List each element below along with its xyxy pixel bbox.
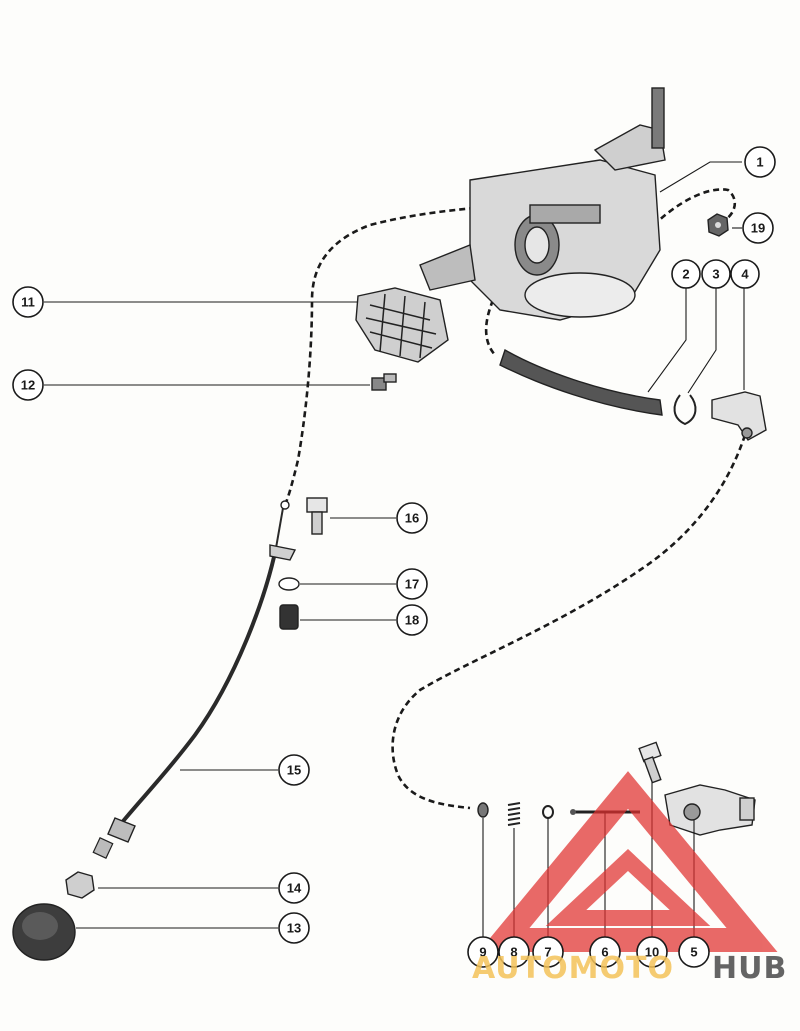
callout-18: 18 (396, 604, 428, 636)
nut-dashed-line (638, 188, 737, 241)
svg-text:19: 19 (751, 221, 765, 236)
callout-11: 11 (12, 286, 44, 318)
callout-16: 16 (396, 502, 428, 534)
fuel-hose-part (499, 348, 663, 416)
svg-text:5: 5 (690, 945, 697, 960)
callout-12: 12 (12, 369, 44, 401)
knob-part (12, 903, 76, 961)
svg-text:AUTOMOTO: AUTOMOTO (472, 951, 674, 986)
callout-17: 17 (396, 568, 428, 600)
nut-part (65, 871, 95, 899)
small-nut-part (707, 213, 729, 237)
svg-text:6: 6 (601, 945, 608, 960)
svg-text:16: 16 (405, 511, 419, 526)
svg-text:13: 13 (287, 921, 301, 936)
callout-5: 5 (678, 936, 710, 968)
svg-text:15: 15 (287, 763, 301, 778)
svg-text:9: 9 (479, 945, 486, 960)
flame-arrestor-part (355, 287, 449, 363)
callout-19: 19 (742, 212, 774, 244)
hose-clamp-part (673, 394, 697, 426)
o-ring-part (542, 805, 554, 819)
svg-text:17: 17 (405, 577, 419, 592)
elbow-fitting-part (711, 391, 767, 441)
svg-text:18: 18 (405, 613, 419, 628)
fuel-line-dashed-line (391, 434, 747, 810)
seal-ring-part (477, 802, 489, 818)
callout-9: 9 (467, 936, 499, 968)
leader-3 (687, 288, 717, 394)
svg-text:14: 14 (287, 881, 302, 896)
svg-text:8: 8 (510, 945, 517, 960)
svg-text:4: 4 (741, 267, 749, 282)
svg-text:HUB: HUB (712, 951, 787, 986)
svg-text:10: 10 (645, 945, 659, 960)
watermark-wordmark: AUTOMOTO HUB (472, 951, 787, 986)
fuel-valve-body-part (664, 784, 756, 836)
callout-14: 14 (278, 872, 310, 904)
callout-3: 3 (701, 259, 731, 289)
watermark-logo (478, 771, 778, 952)
svg-text:2: 2 (682, 267, 689, 282)
carburetor-part (419, 87, 666, 321)
pump-bolt-part (638, 741, 662, 784)
svg-text:11: 11 (21, 295, 35, 310)
callout-4: 4 (730, 259, 760, 289)
callout-10: 10 (636, 936, 668, 968)
washer-part (278, 577, 300, 591)
callout-8: 8 (498, 936, 530, 968)
svg-text:7: 7 (544, 945, 551, 960)
hose-dashed-line (484, 299, 497, 356)
leader-2 (647, 288, 687, 393)
throttle-cable-dashed-line (283, 203, 516, 506)
bolt-part (306, 497, 328, 535)
small-screw-part (371, 373, 397, 391)
svg-text:1: 1 (756, 155, 763, 170)
callout-7: 7 (532, 936, 564, 968)
leader-1 (659, 161, 742, 193)
callout-2: 2 (671, 259, 701, 289)
callout-13: 13 (278, 912, 310, 944)
spacer-part (279, 604, 299, 630)
svg-text:3: 3 (712, 267, 719, 282)
callout-1: 1 (744, 146, 776, 178)
callout-15: 15 (278, 754, 310, 786)
callout-6: 6 (589, 936, 621, 968)
svg-text:12: 12 (21, 378, 35, 393)
throttle-cable-part (92, 500, 297, 860)
spring-part (507, 802, 521, 826)
